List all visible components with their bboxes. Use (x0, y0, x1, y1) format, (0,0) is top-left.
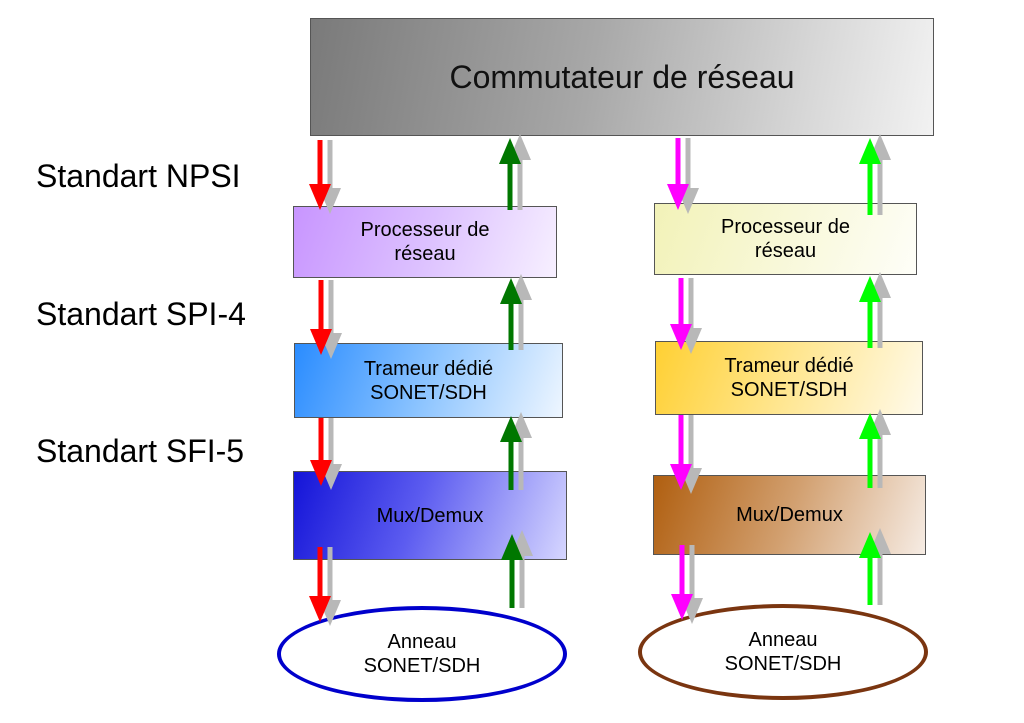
left-up-spi4-arrow (500, 278, 522, 350)
left-framer-label: Trameur dédié SONET/SDH (363, 357, 494, 404)
standard-label-spi4: Standart SPI-4 (36, 296, 246, 332)
network-switch-box: Commutateur de réseau (310, 18, 934, 136)
right-up-spi4-shadow-arrow (869, 272, 891, 348)
right-network-processor-label: Processeur de réseau (721, 216, 850, 262)
left-down-npsi-arrow (309, 140, 331, 210)
left-network-processor-box: Processeur de réseau (293, 206, 557, 278)
left-up-npsi-arrow (499, 138, 521, 210)
left-up-spi4-shadow-arrow (510, 274, 532, 350)
right-down-ring-arrow (671, 545, 693, 620)
right-framer-box: Trameur dédié SONET/SDH (655, 341, 923, 415)
standard-label-sfi5: Standart SFI-5 (36, 433, 245, 469)
left-up-npsi-shadow-arrow (509, 134, 531, 210)
right-mux-demux-label: Mux/Demux (736, 504, 843, 526)
right-sonet-ring: Anneau SONET/SDH (638, 604, 928, 700)
standard-label-npsi: Standart NPSI (36, 158, 241, 194)
right-framer-label: Trameur dédié SONET/SDH (724, 355, 854, 401)
right-mux-demux-box: Mux/Demux (653, 475, 926, 555)
left-sonet-ring: Anneau SONET/SDH (277, 606, 567, 702)
network-switch-label: Commutateur de réseau (449, 58, 795, 95)
left-mux-demux-label: Mux/Demux (376, 504, 484, 527)
right-up-spi4-arrow (859, 276, 881, 348)
left-mux-demux-box: Mux/Demux (293, 471, 567, 560)
left-down-npsi-shadow-arrow (319, 140, 341, 214)
right-network-processor-box: Processeur de réseau (654, 203, 917, 275)
right-sonet-ring-label: Anneau SONET/SDH (724, 629, 842, 675)
left-network-processor-label: Processeur de réseau (360, 219, 490, 265)
right-down-spi4-arrow (670, 278, 692, 350)
right-down-npsi-arrow (667, 138, 689, 210)
left-sonet-ring-label: Anneau SONET/SDH (363, 631, 481, 677)
left-framer-box: Trameur dédié SONET/SDH (294, 343, 563, 418)
